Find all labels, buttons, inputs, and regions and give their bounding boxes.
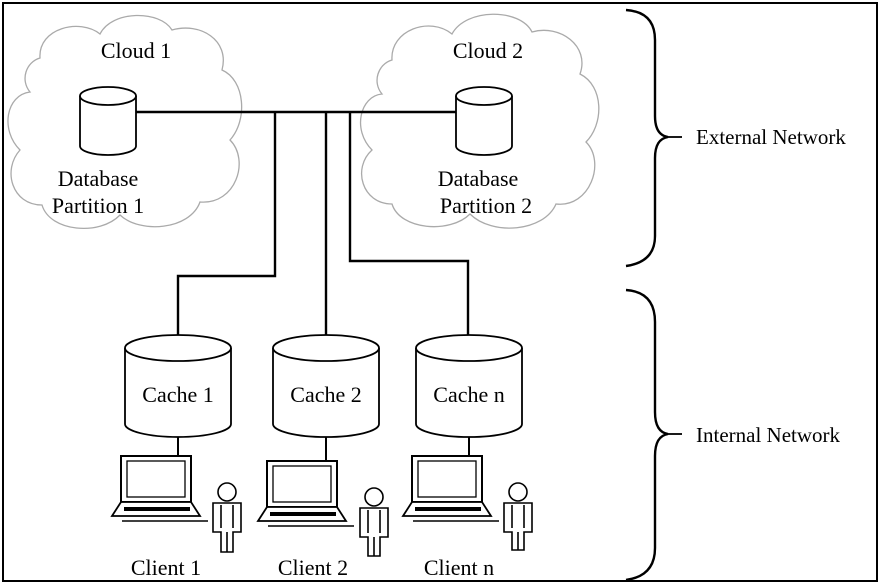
external-network-label: External Network [696,125,846,149]
cache-2-label: Cache 2 [290,382,361,407]
link-cache-1 [176,112,277,338]
cloud-1: Cloud 1 Database Partition 1 [7,14,243,229]
cache-n-label: Cache n [433,382,504,407]
database-partition-1-cylinder [79,86,137,156]
link-cache-n [348,112,470,338]
db-partition-1-line2: Partition 1 [52,193,144,218]
cache-n: Cache n [415,334,523,438]
db-partition-2-line2: Partition 2 [440,193,532,218]
client-n-label: Client n [424,555,494,580]
database-partition-2-cylinder [455,86,513,156]
person-icon [359,487,389,557]
cache-1: Cache 1 [124,334,232,438]
cloud-1-title: Cloud 1 [101,38,171,63]
person-icon [212,482,242,553]
client-1: Client 1 [110,455,242,580]
cache-2: Cache 2 [272,334,380,438]
cloud-2-title: Cloud 2 [453,38,523,63]
client-2-label: Client 2 [278,555,348,580]
db-partition-1-line1: Database [58,166,139,191]
external-network-brace [625,8,669,268]
db-partition-2-line1: Database [438,166,519,191]
internal-network-brace [625,288,669,582]
cache-client-links [177,437,470,461]
client-1-label: Client 1 [131,555,201,580]
internal-network-label: Internal Network [696,423,841,447]
client-n: Client n [401,455,533,580]
cache-1-label: Cache 1 [142,382,213,407]
cloud-2: Cloud 2 Database Partition 2 [359,13,600,229]
laptop-icon [110,455,208,522]
client-2: Client 2 [256,460,389,580]
network-links [136,110,470,338]
person-icon [503,482,533,551]
laptop-icon [256,460,354,527]
laptop-icon [401,455,499,522]
